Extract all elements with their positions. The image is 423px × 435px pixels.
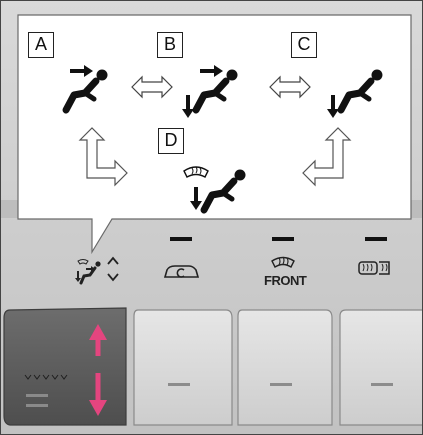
indicator-light bbox=[272, 237, 294, 241]
return-arrow-icon bbox=[302, 127, 352, 187]
indicator-light bbox=[170, 237, 192, 241]
front-defroster-label: FRONT bbox=[264, 273, 307, 288]
double-arrow-icon bbox=[269, 75, 311, 99]
recirculation-icon bbox=[163, 265, 200, 278]
front-defroster-icon bbox=[271, 256, 295, 269]
double-arrow-icon bbox=[131, 75, 173, 99]
airflow-mode-button[interactable] bbox=[3, 307, 127, 426]
indicator-light bbox=[365, 237, 387, 241]
up-down-chevrons-icon bbox=[107, 256, 119, 282]
rear-defogger-button[interactable] bbox=[339, 309, 423, 426]
rear-defogger-icon bbox=[358, 261, 390, 275]
bi-level-vent-icon bbox=[182, 65, 238, 118]
mode-label-d: D bbox=[158, 128, 184, 154]
foot-vent-icon bbox=[327, 70, 383, 118]
mode-label-b: B bbox=[157, 32, 183, 58]
mode-label-a: A bbox=[28, 32, 54, 58]
press-direction-arrow-icon bbox=[89, 324, 107, 416]
recirculation-button[interactable] bbox=[133, 309, 233, 426]
airflow-mode-callout bbox=[17, 14, 412, 255]
mode-label-c: C bbox=[291, 32, 317, 58]
return-arrow-icon bbox=[78, 127, 128, 187]
face-vent-icon bbox=[66, 65, 108, 110]
foot-defrost-vent-icon bbox=[183, 167, 246, 210]
front-defroster-button[interactable] bbox=[237, 309, 333, 426]
airflow-mode-icon bbox=[75, 259, 101, 285]
